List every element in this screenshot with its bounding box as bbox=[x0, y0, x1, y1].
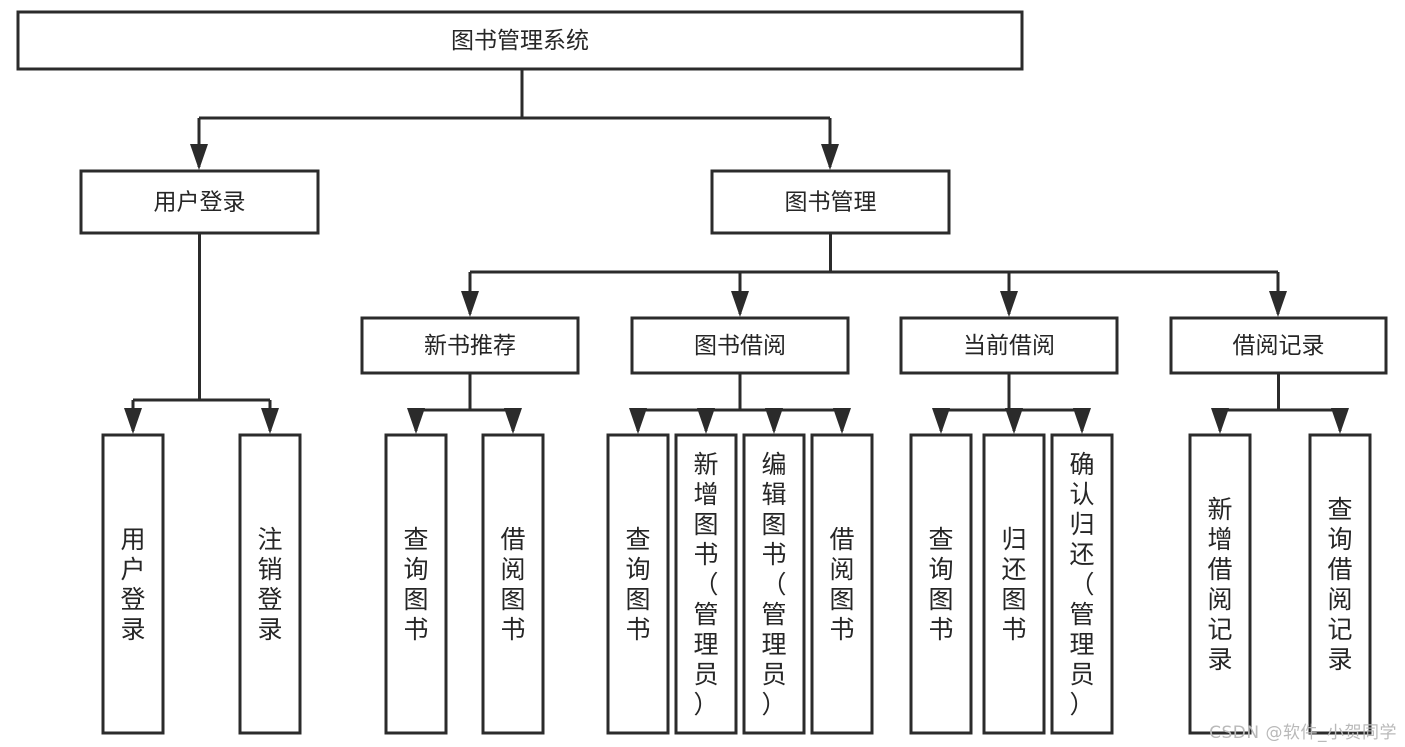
node-leaf-8[interactable]: 查询图书 bbox=[909, 433, 973, 735]
node-leaf-0[interactable]: 用户登录 bbox=[101, 433, 165, 735]
node-level2-1-rect bbox=[710, 169, 951, 235]
arrow-head-icon bbox=[932, 408, 950, 434]
arrow-head-icon bbox=[1331, 408, 1349, 434]
node-leaf-1-rect bbox=[238, 433, 302, 735]
node-leaf-3-rect bbox=[481, 433, 545, 735]
node-leaf-6[interactable]: 编辑图书（管理员） bbox=[742, 433, 806, 735]
arrow-head-icon bbox=[1269, 291, 1287, 317]
node-leaf-0-label: 用户登录 bbox=[120, 525, 145, 644]
node-level3-1-label: 图书借阅 bbox=[694, 333, 786, 359]
node-leaf-2-rect bbox=[384, 433, 448, 735]
node-level2-0-rect bbox=[79, 169, 320, 235]
node-level3-2-rect bbox=[899, 316, 1119, 375]
arrow-head-icon bbox=[461, 291, 479, 317]
node-level2-0-label: 用户登录 bbox=[154, 190, 246, 216]
arrow-head-icon bbox=[407, 408, 425, 434]
arrow-head-icon bbox=[261, 408, 279, 434]
node-leaf-7[interactable]: 借阅图书 bbox=[810, 433, 874, 735]
node-leaf-12-label: 查询借阅记录 bbox=[1327, 495, 1352, 674]
arrow-head-icon bbox=[1211, 408, 1229, 434]
node-level3-0-label: 新书推荐 bbox=[424, 333, 516, 359]
node-root-rect bbox=[16, 10, 1024, 71]
node-level3-0[interactable]: 新书推荐 bbox=[360, 316, 580, 375]
arrow-head-icon bbox=[731, 291, 749, 317]
connector-layer bbox=[124, 69, 1349, 434]
arrow-head-icon bbox=[504, 408, 522, 434]
node-root-label: 图书管理系统 bbox=[451, 28, 589, 54]
node-leaf-8-label: 查询图书 bbox=[928, 525, 953, 644]
node-level3-3[interactable]: 借阅记录 bbox=[1169, 316, 1388, 375]
node-leaf-1[interactable]: 注销登录 bbox=[238, 433, 302, 735]
arrow-head-icon bbox=[124, 408, 142, 434]
node-leaf-4[interactable]: 查询图书 bbox=[606, 433, 670, 735]
arrow-head-icon bbox=[821, 144, 839, 170]
watermark-text: CSDN @软件_小贺同学 bbox=[1209, 723, 1397, 743]
arrow-head-icon bbox=[190, 144, 208, 170]
node-leaf-6-label: 编辑图书（管理员） bbox=[761, 450, 786, 719]
node-leaf-10[interactable]: 确认归还（管理员） bbox=[1050, 433, 1114, 735]
node-leaf-5[interactable]: 新增图书（管理员） bbox=[674, 433, 738, 735]
arrow-head-icon bbox=[1005, 408, 1023, 434]
node-leaf-8-rect bbox=[909, 433, 973, 735]
node-leaf-5-label: 新增图书（管理员） bbox=[693, 450, 718, 719]
node-level3-1[interactable]: 图书借阅 bbox=[630, 316, 850, 375]
node-leaf-10-rect bbox=[1050, 433, 1114, 735]
node-leaf-2-label: 查询图书 bbox=[403, 525, 428, 644]
node-leaf-11-label: 新增借阅记录 bbox=[1207, 495, 1232, 674]
node-level2-0[interactable]: 用户登录 bbox=[79, 169, 320, 235]
node-leaf-7-rect bbox=[810, 433, 874, 735]
node-leaf-10-label: 确认归还（管理员） bbox=[1069, 450, 1094, 719]
node-leaf-2[interactable]: 查询图书 bbox=[384, 433, 448, 735]
arrow-head-icon bbox=[697, 408, 715, 434]
node-level3-2-label: 当前借阅 bbox=[963, 333, 1055, 359]
node-level3-3-label: 借阅记录 bbox=[1233, 333, 1325, 359]
node-level3-0-rect bbox=[360, 316, 580, 375]
arrow-head-icon bbox=[833, 408, 851, 434]
node-leaf-7-label: 借阅图书 bbox=[829, 525, 854, 644]
arrow-head-icon bbox=[1073, 408, 1091, 434]
node-leaf-3[interactable]: 借阅图书 bbox=[481, 433, 545, 735]
arrow-head-icon bbox=[765, 408, 783, 434]
node-level3-1-rect bbox=[630, 316, 850, 375]
arrow-head-icon bbox=[629, 408, 647, 434]
node-leaf-11[interactable]: 新增借阅记录 bbox=[1188, 433, 1252, 735]
node-leaf-9[interactable]: 归还图书 bbox=[982, 433, 1046, 735]
node-leaf-12[interactable]: 查询借阅记录 bbox=[1308, 433, 1372, 735]
node-leaf-4-rect bbox=[606, 433, 670, 735]
node-leaf-12-rect bbox=[1308, 433, 1372, 735]
node-root[interactable]: 图书管理系统 bbox=[16, 10, 1024, 71]
node-layer: 图书管理系统用户登录图书管理新书推荐图书借阅当前借阅借阅记录用户登录注销登录查询… bbox=[16, 10, 1388, 735]
node-leaf-3-label: 借阅图书 bbox=[500, 525, 525, 644]
arrow-head-icon bbox=[1000, 291, 1018, 317]
node-leaf-1-label: 注销登录 bbox=[257, 525, 282, 644]
node-level3-3-rect bbox=[1169, 316, 1388, 375]
node-level2-1[interactable]: 图书管理 bbox=[710, 169, 951, 235]
node-leaf-0-rect bbox=[101, 433, 165, 735]
node-leaf-9-rect bbox=[982, 433, 1046, 735]
node-leaf-11-rect bbox=[1188, 433, 1252, 735]
node-leaf-5-rect bbox=[674, 433, 738, 735]
node-leaf-9-label: 归还图书 bbox=[1001, 525, 1026, 644]
node-leaf-4-label: 查询图书 bbox=[625, 525, 650, 644]
node-leaf-6-rect bbox=[742, 433, 806, 735]
node-level3-2[interactable]: 当前借阅 bbox=[899, 316, 1119, 375]
node-level2-1-label: 图书管理 bbox=[785, 190, 877, 216]
